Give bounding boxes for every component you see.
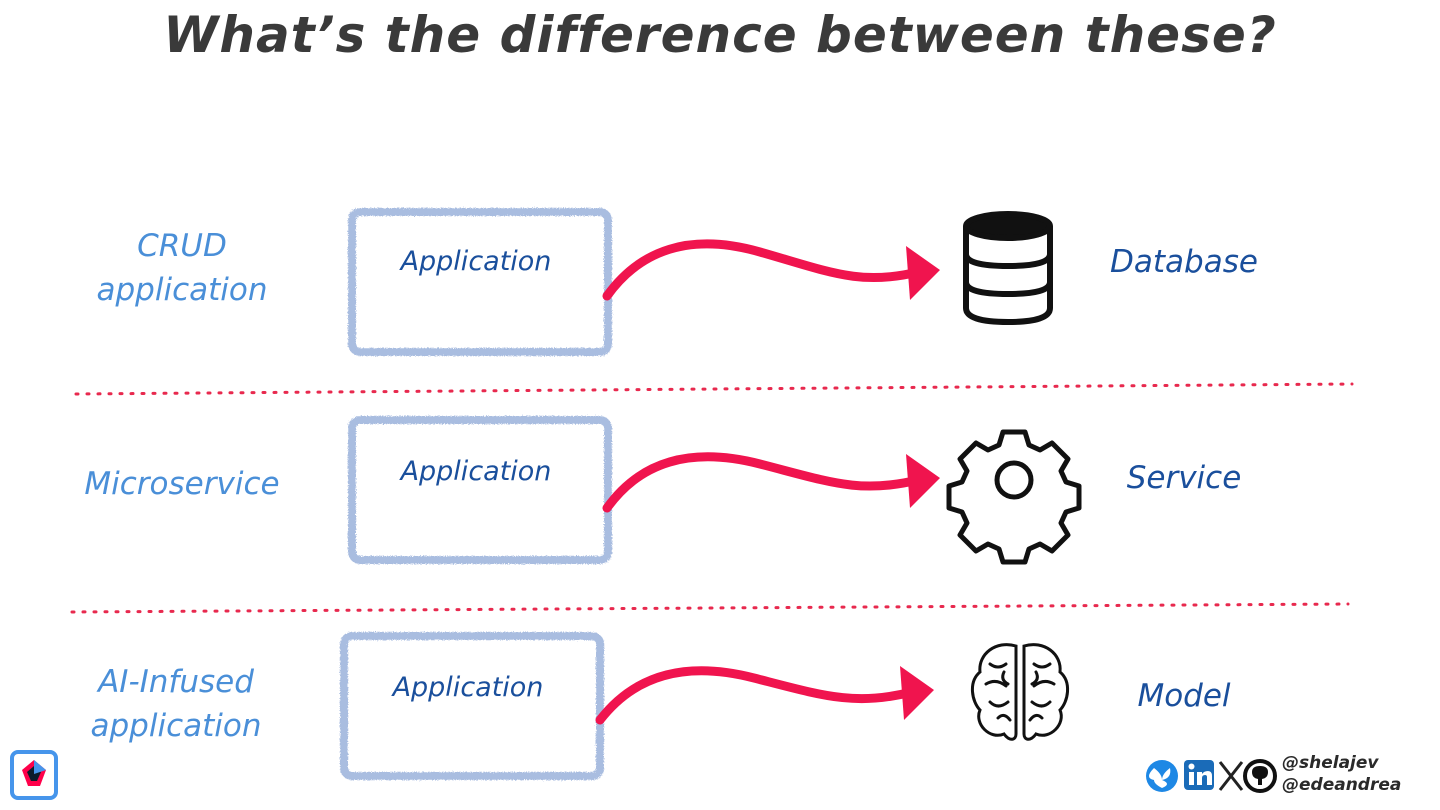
application-label: Application (400, 456, 552, 487)
application-box (348, 208, 612, 356)
application-label: Application (400, 246, 552, 277)
row-label-line1: Microservice (84, 466, 280, 502)
row-label-line1: AI-Infused (98, 664, 254, 700)
target-label-model: Model (1137, 678, 1231, 714)
github-icon[interactable] (1243, 759, 1277, 793)
divider (74, 382, 1354, 396)
database-icon (963, 211, 1053, 326)
brain-icon (971, 643, 1069, 741)
linkedin-icon[interactable] (1184, 760, 1214, 790)
quarkus-logo (10, 750, 58, 800)
author-handles: @shelajev @edeandrea (1282, 752, 1401, 796)
arrow (595, 666, 934, 725)
row-label-microservice: Microservice (32, 462, 332, 506)
handle-shelajev[interactable]: @shelajev (1282, 753, 1379, 773)
divider (70, 602, 1350, 614)
page-title: What’s the difference between these? (163, 6, 1277, 64)
application-box (348, 416, 612, 564)
row-label-line2: application (96, 272, 268, 308)
gear-icon (946, 429, 1082, 565)
application-label: Application (392, 672, 544, 703)
handle-edeandrea[interactable]: @edeandrea (1282, 775, 1402, 795)
bluesky-icon[interactable] (1146, 760, 1178, 792)
target-label-database: Database (1110, 244, 1258, 280)
row-label-line2: application (90, 708, 262, 744)
arrow (602, 239, 940, 301)
row-label-crud: CRUD application (32, 224, 332, 312)
row-label-ai: AI-Infused application (26, 660, 326, 748)
target-label-service: Service (1126, 460, 1242, 496)
arrow (602, 452, 940, 513)
x-icon[interactable] (1218, 761, 1244, 791)
row-label-line1: CRUD (137, 228, 227, 264)
application-box (340, 632, 604, 780)
